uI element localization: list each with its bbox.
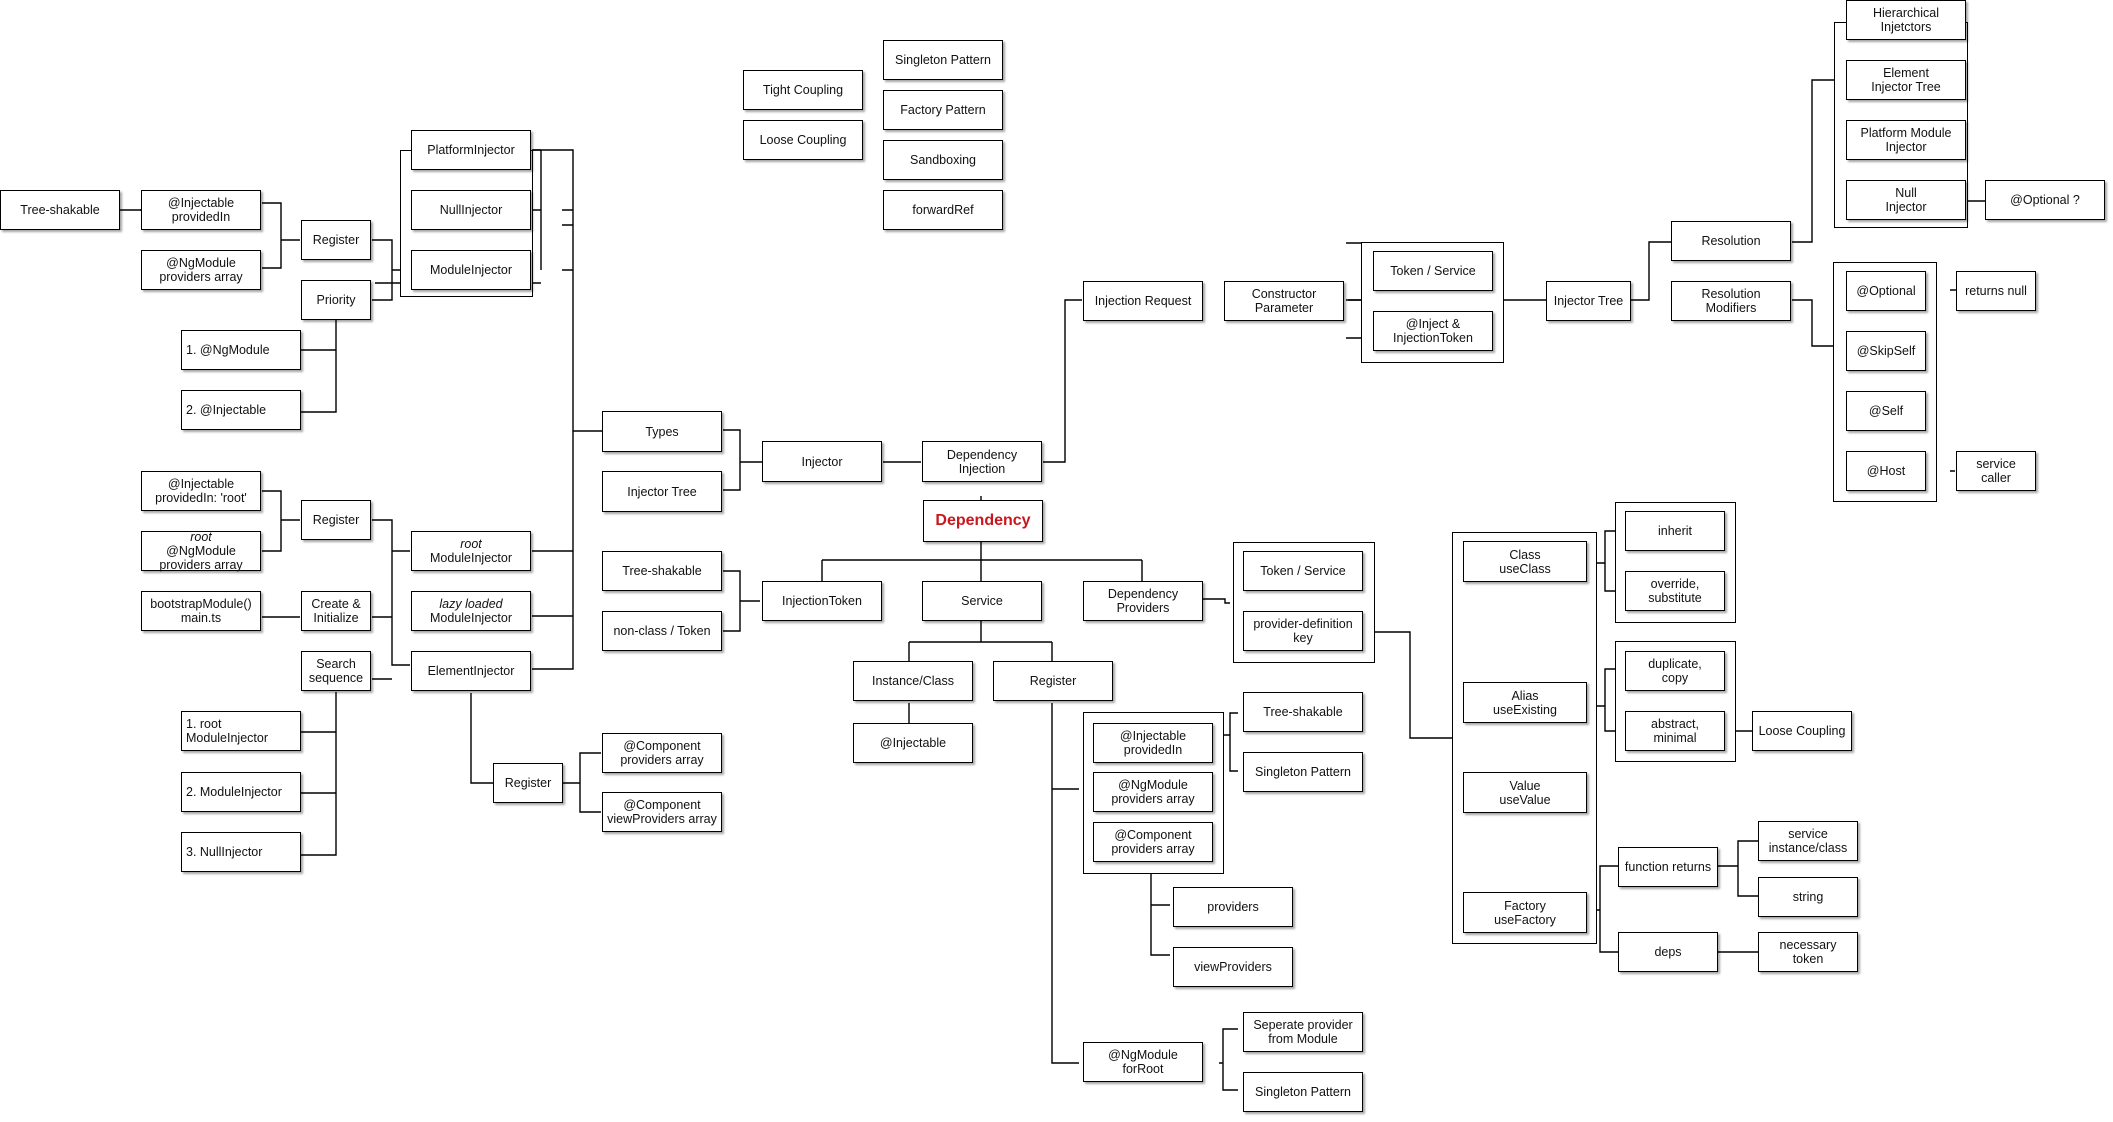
ngmodule-forroot-node[interactable]: @NgModule forRoot: [1083, 1042, 1203, 1082]
providers-node[interactable]: providers: [1173, 887, 1293, 927]
null-injector-node[interactable]: NullInjector: [411, 190, 531, 230]
element-injector-tree-node[interactable]: Element Injector Tree: [1846, 60, 1966, 100]
bootstrap-node[interactable]: bootstrapModule() main.ts: [141, 591, 261, 631]
singleton-pattern-top-node[interactable]: Singleton Pattern: [883, 40, 1003, 80]
register-node-1[interactable]: Register: [301, 220, 371, 260]
override-substitute-node[interactable]: override, substitute: [1625, 571, 1725, 611]
inherit-node[interactable]: inherit: [1625, 511, 1725, 551]
self-node[interactable]: @Self: [1846, 391, 1926, 431]
search-sequence-node[interactable]: Search sequence: [301, 651, 371, 691]
value-usevalue-node[interactable]: Value useValue: [1463, 772, 1587, 813]
alias-useexisting-node[interactable]: Alias useExisting: [1463, 682, 1587, 723]
tight-coupling-node[interactable]: Tight Coupling: [743, 70, 863, 110]
ngmodule-providers-node-2[interactable]: @NgModule providers array: [1093, 772, 1213, 812]
component-view-providers-node[interactable]: @Component viewProviders array: [602, 792, 722, 832]
provider-types-group: [1452, 532, 1597, 944]
injectable-root-node[interactable]: @Injectable providedIn: 'root': [141, 471, 261, 511]
root-ngmodule-node[interactable]: root @NgModule providers array: [141, 530, 261, 572]
resolution-node[interactable]: Resolution: [1671, 221, 1791, 261]
skip-self-node[interactable]: @SkipSelf: [1846, 331, 1926, 371]
component-providers-node-1[interactable]: @Component providers array: [602, 733, 722, 773]
dependency-injection-node[interactable]: Dependency Injection: [922, 441, 1042, 482]
abstract-minimal-node[interactable]: abstract, minimal: [1625, 711, 1725, 751]
injector-node[interactable]: Injector: [762, 441, 882, 482]
necessary-token-node[interactable]: necessary token: [1758, 932, 1858, 972]
instance-class-node[interactable]: Instance/Class: [853, 661, 973, 701]
injectable-node-2[interactable]: @Injectable: [853, 723, 973, 763]
non-class-token-node[interactable]: non-class / Token: [602, 611, 722, 651]
service-caller-node[interactable]: service caller: [1956, 451, 2036, 491]
service-instance-class-node[interactable]: service instance/class: [1758, 821, 1858, 861]
loose-coupling-node-2[interactable]: Loose Coupling: [1752, 711, 1852, 751]
search-3-node[interactable]: 3. NullInjector: [181, 832, 301, 872]
injectable-providedin-node[interactable]: @Injectable providedIn: [141, 190, 261, 230]
singleton-pattern-node-3[interactable]: Singleton Pattern: [1243, 1072, 1363, 1112]
constructor-parameter-node[interactable]: Constructor Parameter: [1224, 281, 1344, 321]
loose-coupling-node[interactable]: Loose Coupling: [743, 120, 863, 160]
dependency-node[interactable]: Dependency: [923, 500, 1043, 542]
forward-ref-node[interactable]: forwardRef: [883, 190, 1003, 230]
separate-provider-node[interactable]: Seperate provider from Module: [1243, 1012, 1363, 1052]
optional-node[interactable]: @Optional: [1846, 271, 1926, 311]
returns-null-node[interactable]: returns null: [1956, 271, 2036, 311]
priority-1-node[interactable]: 1. @NgModule: [181, 330, 301, 370]
optional-q-node[interactable]: @Optional ?: [1985, 180, 2105, 220]
view-providers-node[interactable]: viewProviders: [1173, 947, 1293, 987]
tree-shakable-node-2[interactable]: Tree-shakable: [602, 551, 722, 591]
platform-injector-node[interactable]: PlatformInjector: [411, 130, 531, 170]
function-returns-node[interactable]: function returns: [1618, 847, 1718, 887]
provider-definition-key-node[interactable]: provider-definition key: [1243, 611, 1363, 651]
token-service-node-2[interactable]: Token / Service: [1243, 551, 1363, 591]
injection-request-node[interactable]: Injection Request: [1083, 281, 1203, 321]
token-service-node-1[interactable]: Token / Service: [1373, 251, 1493, 291]
singleton-pattern-node-2[interactable]: Singleton Pattern: [1243, 752, 1363, 792]
duplicate-copy-node[interactable]: duplicate, copy: [1625, 651, 1725, 691]
types-node[interactable]: Types: [602, 411, 722, 452]
search-2-node[interactable]: 2. ModuleInjector: [181, 772, 301, 812]
dependency-providers-node[interactable]: Dependency Providers: [1083, 581, 1203, 621]
resolution-modifiers-node[interactable]: Resolution Modifiers: [1671, 281, 1791, 321]
injector-tree-node[interactable]: Injector Tree: [602, 471, 722, 512]
sandboxing-node[interactable]: Sandboxing: [883, 140, 1003, 180]
factory-usefactory-node[interactable]: Factory useFactory: [1463, 892, 1587, 933]
priority-2-node[interactable]: 2. @Injectable: [181, 390, 301, 430]
tree-shakable-node-3[interactable]: Tree-shakable: [1243, 692, 1363, 732]
inject-token-node[interactable]: @Inject & InjectionToken: [1373, 311, 1493, 351]
create-initialize-node[interactable]: Create & Initialize: [301, 591, 371, 631]
hierarchical-injectors-node[interactable]: Hierarchical Injetctors: [1846, 0, 1966, 40]
ngmodule-providers-node-1[interactable]: @NgModule providers array: [141, 250, 261, 290]
factory-pattern-node[interactable]: Factory Pattern: [883, 90, 1003, 130]
component-providers-node-2[interactable]: @Component providers array: [1093, 822, 1213, 862]
register-node-3[interactable]: Register: [493, 763, 563, 803]
search-1-node[interactable]: 1. root ModuleInjector: [181, 711, 301, 751]
tree-shakable-far-node[interactable]: Tree-shakable: [0, 190, 120, 230]
string-node[interactable]: string: [1758, 877, 1858, 917]
platform-module-injector-node[interactable]: Platform Module Injector: [1846, 120, 1966, 160]
element-injector-node[interactable]: ElementInjector: [411, 651, 531, 691]
class-useclass-node[interactable]: Class useClass: [1463, 541, 1587, 582]
module-injector-node[interactable]: ModuleInjector: [411, 250, 531, 290]
injection-token-node[interactable]: InjectionToken: [762, 581, 882, 621]
register-node-2[interactable]: Register: [301, 500, 371, 540]
injector-tree-right-node[interactable]: Injector Tree: [1546, 281, 1631, 321]
register-node-4[interactable]: Register: [993, 661, 1113, 701]
injectable-providedin-node-2[interactable]: @Injectable providedIn: [1093, 723, 1213, 763]
deps-node[interactable]: deps: [1618, 932, 1718, 972]
null-injector-node-2[interactable]: Null Injector: [1846, 180, 1966, 220]
service-node[interactable]: Service: [922, 581, 1042, 621]
priority-node[interactable]: Priority: [301, 280, 371, 320]
host-node[interactable]: @Host: [1846, 451, 1926, 491]
